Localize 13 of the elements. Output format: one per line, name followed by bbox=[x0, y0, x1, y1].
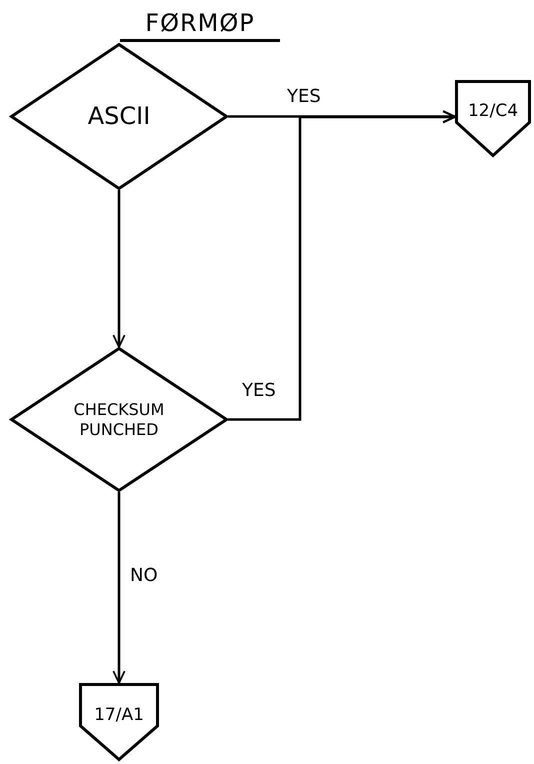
node-label: 12/C4 bbox=[468, 101, 518, 124]
arrow bbox=[112, 190, 126, 348]
arrow bbox=[112, 492, 126, 684]
off-page-connector bbox=[79, 683, 159, 761]
node-label: CHECKSUM PUNCHED bbox=[72, 400, 166, 439]
arrow bbox=[228, 110, 456, 123]
node-label: ASCII bbox=[88, 102, 150, 131]
flowchart-title: FØRMØP bbox=[120, 8, 280, 42]
node-label: 17/A1 bbox=[94, 704, 144, 727]
decision-diamond bbox=[10, 43, 228, 190]
arrow bbox=[228, 110, 456, 421]
off-page-connector bbox=[455, 80, 531, 157]
decision-diamond bbox=[10, 347, 228, 492]
